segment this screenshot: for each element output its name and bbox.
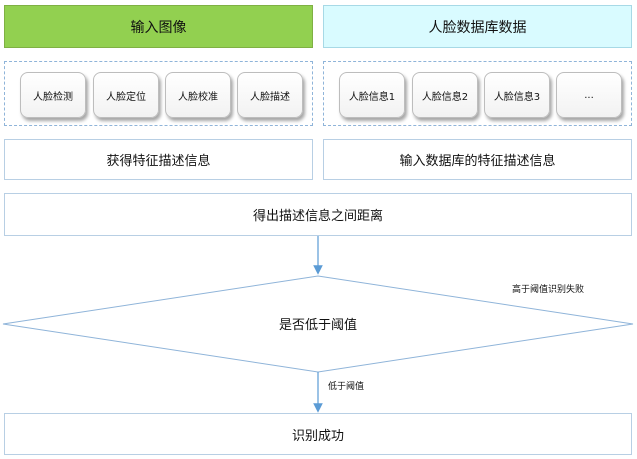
step-face-detection: 人脸检测 [20,72,86,118]
left-result-box: 获得特征描述信息 [4,139,313,180]
left-panel-title: 输入图像 [4,5,313,48]
db-item-3: 人脸信息3 [484,72,550,118]
right-panel-title: 人脸数据库数据 [323,5,632,48]
decision-question: 是否低于阈值 [278,318,357,333]
distance-box: 得出描述信息之间距离 [4,193,632,236]
success-box: 识别成功 [4,413,632,455]
db-item-2: 人脸信息2 [412,72,478,118]
db-item-1: 人脸信息1 [339,72,405,118]
fail-label: 高于阈值识别失败 [512,285,585,295]
db-item-more: ... [556,72,622,118]
right-result-box: 输入数据库的特征描述信息 [323,139,632,180]
step-face-location: 人脸定位 [93,72,159,118]
right-items-group: 人脸信息1 人脸信息2 人脸信息3 ... [323,61,632,126]
step-face-description: 人脸描述 [237,72,303,118]
step-face-calibration: 人脸校准 [165,72,231,118]
pass-label: 低于阈值 [328,382,365,392]
left-steps-group: 人脸检测 人脸定位 人脸校准 人脸描述 [4,61,313,126]
